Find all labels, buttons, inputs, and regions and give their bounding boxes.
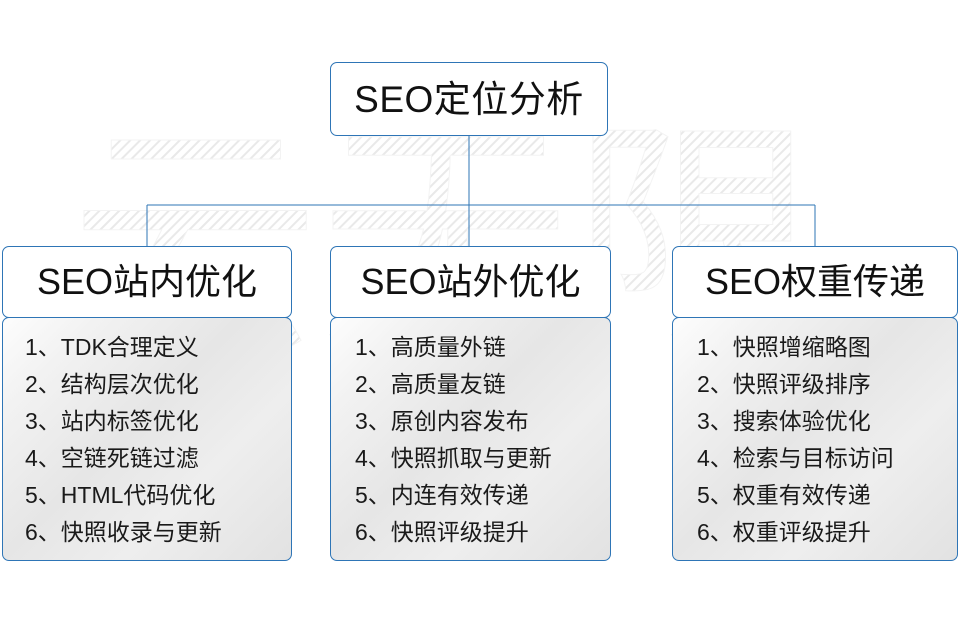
column-header-2[interactable]: SEO权重传递 [672,246,958,318]
list-item[interactable]: 6、权重评级提升 [697,519,871,545]
column-body-1: 1、高质量外链 2、高质量友链 3、原创内容发布 4、快照抓取与更新 5、内连有… [330,317,611,561]
branch-column-seo-onsite: SEO站内优化 1、TDK合理定义 2、结构层次优化 3、站内标签优化 4、空链… [2,246,292,561]
list-item[interactable]: 3、原创内容发布 [355,408,529,434]
column-body-0: 1、TDK合理定义 2、结构层次优化 3、站内标签优化 4、空链死链过滤 5、H… [2,317,292,561]
list-item[interactable]: 3、站内标签优化 [25,408,199,434]
list-item[interactable]: 1、高质量外链 [355,334,506,360]
root-node[interactable]: SEO定位分析 [330,62,608,136]
branch-column-seo-offsite: SEO站外优化 1、高质量外链 2、高质量友链 3、原创内容发布 4、快照抓取与… [330,246,611,561]
list-item[interactable]: 1、快照增缩略图 [697,334,871,360]
list-item[interactable]: 5、内连有效传递 [355,482,529,508]
branch-column-seo-weight: SEO权重传递 1、快照增缩略图 2、快照评级排序 3、搜索体验优化 4、检索与… [672,246,958,561]
column-body-2: 1、快照增缩略图 2、快照评级排序 3、搜索体验优化 4、检索与目标访问 5、权… [672,317,958,561]
list-item[interactable]: 1、TDK合理定义 [25,334,199,360]
column-item-list-2: 1、快照增缩略图 2、快照评级排序 3、搜索体验优化 4、检索与目标访问 5、权… [673,336,957,544]
list-item[interactable]: 5、HTML代码优化 [25,482,216,508]
list-item[interactable]: 4、空链死链过滤 [25,445,199,471]
list-item[interactable]: 3、搜索体验优化 [697,408,871,434]
column-item-list-0: 1、TDK合理定义 2、结构层次优化 3、站内标签优化 4、空链死链过滤 5、H… [3,336,291,544]
column-header-0[interactable]: SEO站内优化 [2,246,292,318]
list-item[interactable]: 6、快照评级提升 [355,519,529,545]
column-header-label-2: SEO权重传递 [704,261,926,302]
list-item[interactable]: 4、检索与目标访问 [697,445,894,471]
root-node-label: SEO定位分析 [354,78,584,120]
column-header-1[interactable]: SEO站外优化 [330,246,611,318]
list-item[interactable]: 2、高质量友链 [355,371,506,397]
column-header-label-0: SEO站内优化 [36,261,258,302]
list-item[interactable]: 2、快照评级排序 [697,371,871,397]
column-header-label-1: SEO站外优化 [360,261,581,302]
list-item[interactable]: 5、权重有效传递 [697,482,871,508]
list-item[interactable]: 6、快照收录与更新 [25,519,222,545]
column-item-list-1: 1、高质量外链 2、高质量友链 3、原创内容发布 4、快照抓取与更新 5、内连有… [331,336,610,544]
list-item[interactable]: 4、快照抓取与更新 [355,445,552,471]
list-item[interactable]: 2、结构层次优化 [25,371,199,397]
